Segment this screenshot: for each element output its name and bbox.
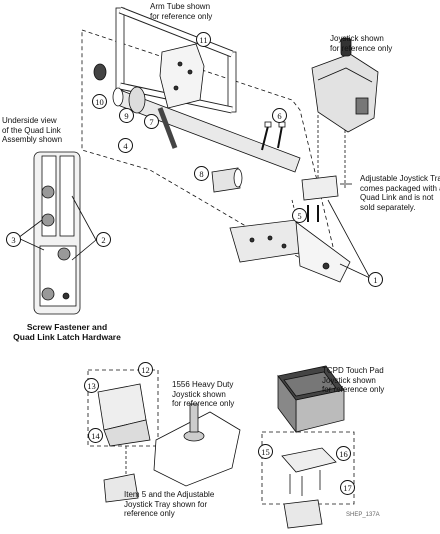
callout-2: 2 [96,232,111,247]
heavy-duty-joystick-base [153,411,241,487]
callout-7: 7 [144,114,159,129]
callout-1: 1 [368,272,383,287]
callout-17: 17 [340,480,355,495]
joystick-reference [311,37,379,133]
callout-5: 5 [292,208,307,223]
screw-pair [261,121,286,151]
joystick-caption: Joystick shown for reference only [330,34,393,53]
quad-link-bracket [159,43,205,109]
callout-14: 14 [88,428,103,443]
callout-16: 16 [336,446,351,461]
tray-caption: Adjustable Joystick Tray comes packaged … [360,174,440,212]
tcpd-plate [281,447,337,473]
arm-tube-caption: Arm Tube shown for reference only [150,2,213,21]
underside-plate [33,151,81,315]
collar-part [128,86,146,114]
heavy-duty-caption: 1556 Heavy Duty Joystick shown for refer… [172,380,235,408]
reference-code: SHEP_137A [346,512,380,518]
callout-11: 11 [196,32,211,47]
tcpd-caption: TCPD Touch Pad Joystick shown for refere… [322,366,385,394]
dashed-exploded-boundary [81,29,336,259]
heavy-duty-joystick [183,430,205,442]
knob-part [93,63,107,81]
callout-8: 8 [194,166,209,181]
latch-part [211,167,241,193]
callout-12: 12 [138,362,153,377]
quad-link-base [229,219,351,283]
item5-tray-caption: Item 5 and the Adjustable Joystick Tray … [124,490,215,518]
screw-hardware-caption: Screw Fastener and Quad Link Latch Hardw… [13,322,121,342]
callout-6: 6 [272,108,287,123]
callout-4: 4 [118,138,133,153]
joystick-tray [301,175,339,201]
callout-3: 3 [6,232,21,247]
heavy-duty-group-boundary [87,369,159,447]
callout-10: 10 [92,94,107,109]
underside-caption: Underside view of the Quad Link Assembly… [2,116,63,144]
callout-9: 9 [119,108,134,123]
callout-15: 15 [258,444,273,459]
callout-13: 13 [84,378,99,393]
